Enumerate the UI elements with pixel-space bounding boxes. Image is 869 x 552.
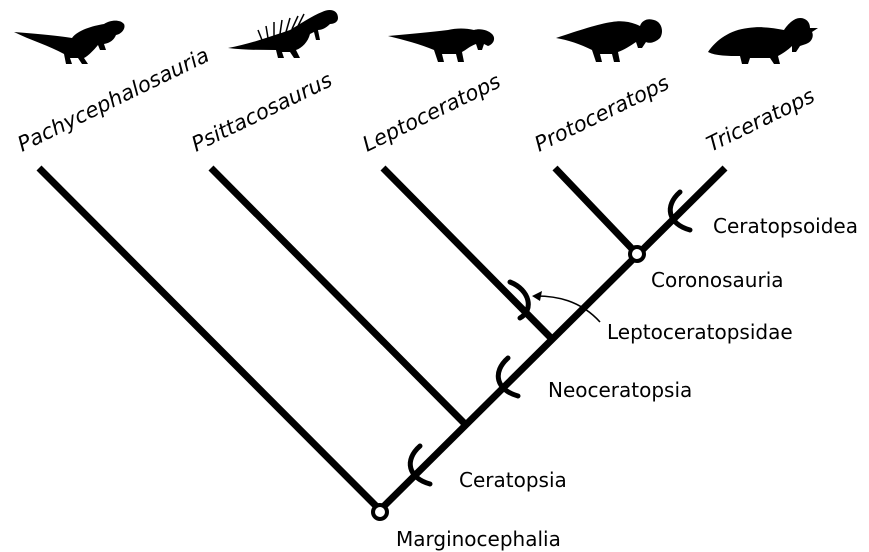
taxon-label-triceratops: Triceratops (703, 84, 819, 157)
clade-label-leptoceratopsidae: Leptoceratopsidae (607, 320, 793, 344)
taxon-label-psittacosaurus: Psittacosaurus (188, 68, 336, 157)
clade-label-marginocephalia: Marginocephalia (396, 527, 561, 551)
taxon-label-pachycephalosauria: Pachycephalosauria (14, 43, 213, 157)
clade-label-ceratopsia: Ceratopsia (459, 468, 567, 492)
branch-pachycephalosauria (39, 168, 380, 510)
node-marginocephalia (373, 505, 387, 519)
protoceratops-silhouette-icon (556, 19, 662, 62)
clade-label-coronosauria: Coronosauria (651, 268, 784, 292)
arrowhead-icon (532, 291, 542, 301)
node-coronosauria (630, 247, 644, 261)
clade-label-neoceratopsia: Neoceratopsia (548, 378, 692, 402)
psittacosaurus-silhouette-icon (228, 10, 338, 58)
branch-protoceratops (555, 168, 637, 254)
leptoceratops-silhouette-icon (388, 29, 494, 63)
branch-psittacosaurus (211, 168, 465, 424)
triceratops-silhouette-icon (708, 18, 818, 64)
taxon-label-leptoceratops: Leptoceratops (359, 69, 505, 157)
pachycephalosaur-silhouette-icon (14, 21, 125, 64)
taxon-label-protoceratops: Protoceratops (531, 71, 673, 157)
clade-label-ceratopsoidea: Ceratopsoidea (713, 214, 858, 238)
